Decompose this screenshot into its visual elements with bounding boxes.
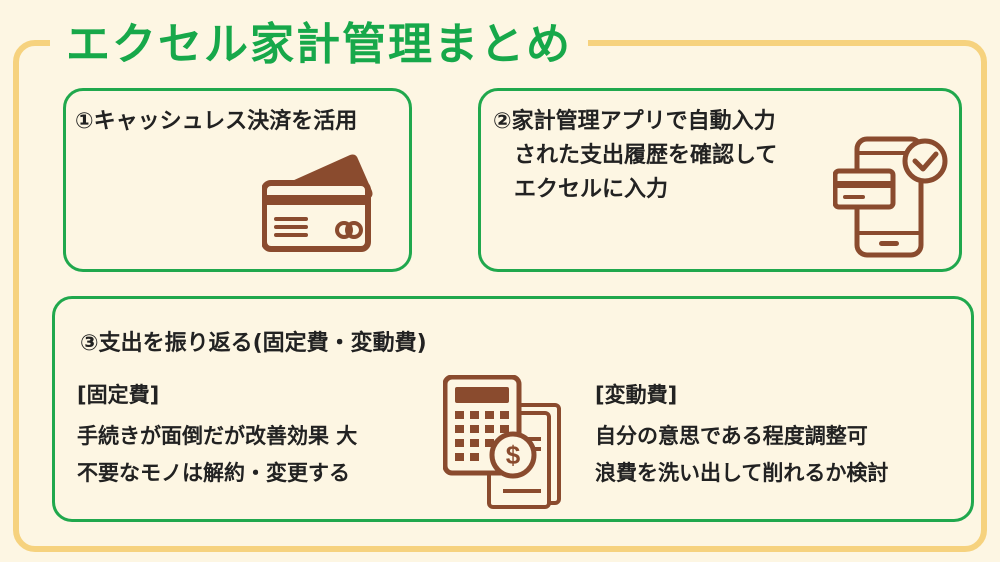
variable-cost-line-2: 浪費を洗い出して削れるか検討: [595, 461, 889, 485]
page-title: エクセル家計管理まとめ: [50, 14, 588, 76]
step2-box: ②家計管理アプリで自動入力 された支出履歴を確認して エクセルに入力: [478, 88, 962, 272]
credit-card-icon: [262, 154, 373, 252]
calculator-dollar-receipt-icon: $: [443, 375, 561, 509]
fixed-cost-line-2: 不要なモノは解約・変更する: [77, 461, 350, 485]
variable-cost-line-1: 自分の意思である程度調整可: [595, 424, 868, 448]
fixed-cost-line-1: 手続きが面倒だが改善効果 大: [77, 424, 358, 448]
step1-box: ①キャッシュレス決済を活用: [63, 88, 412, 272]
variable-cost-heading: [変動費]: [595, 383, 678, 407]
step2-line-3: エクセルに入力: [514, 177, 669, 202]
svg-text:$: $: [506, 440, 521, 470]
step3-title: ③支出を振り返る(固定費・変動費): [80, 331, 427, 356]
fixed-cost-heading: [固定費]: [77, 383, 160, 407]
step3-box: ③支出を振り返る(固定費・変動費) [固定費] 手続きが面倒だが改善効果 大 不…: [52, 296, 974, 522]
step2-line-2: された支出履歴を確認して: [514, 143, 778, 168]
step2-line-1: ②家計管理アプリで自動入力: [493, 109, 776, 134]
smartphone-card-check-icon: [833, 136, 948, 258]
step1-title: ①キャッシュレス決済を活用: [75, 109, 358, 134]
